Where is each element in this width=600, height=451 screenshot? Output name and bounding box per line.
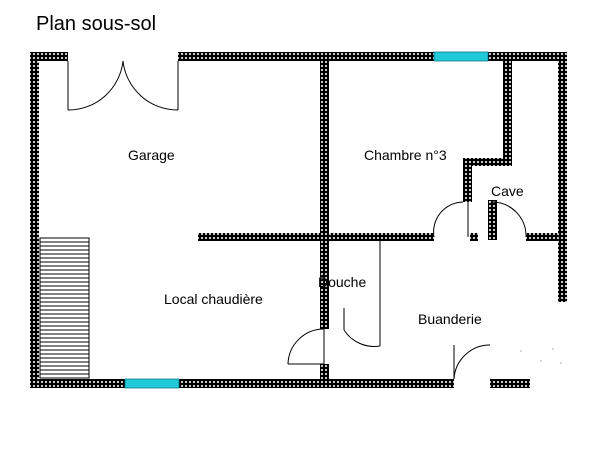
room-label-garage: Garage xyxy=(128,147,175,163)
wall-top-right xyxy=(178,52,566,61)
room-label-douche: Douche xyxy=(318,274,366,290)
wall-left xyxy=(30,52,39,388)
doors xyxy=(67,60,527,380)
room-label-local-chaudiere: Local chaudière xyxy=(164,291,263,307)
wall-cave-left-lower xyxy=(463,158,472,202)
wall-right xyxy=(558,52,567,302)
cave-door xyxy=(491,201,527,240)
garage-double-door xyxy=(67,60,179,111)
wall-douche-left-lower xyxy=(320,364,329,388)
wall-cave-bottom xyxy=(526,233,566,241)
walls xyxy=(30,52,567,388)
buanderie-door xyxy=(453,344,491,380)
wall-cave-left-upper xyxy=(503,52,512,166)
watermark-remnant xyxy=(520,348,562,364)
window-top xyxy=(433,51,489,62)
douche-door xyxy=(343,241,381,347)
chambre-door xyxy=(433,201,469,238)
plan-title: Plan sous-sol xyxy=(36,13,156,35)
room-label-chambre: Chambre n°3 xyxy=(364,147,447,163)
room-label-buanderie: Buanderie xyxy=(418,311,482,327)
wall-cave-step xyxy=(463,158,512,166)
local-door xyxy=(287,328,325,365)
wall-bottom-right xyxy=(490,379,530,388)
wall-top-left xyxy=(30,52,68,61)
wall-garage-local xyxy=(198,233,434,241)
wall-garage-chambre xyxy=(320,52,329,240)
window-bottom xyxy=(124,378,180,389)
wall-douche-left-upper xyxy=(320,233,329,329)
wall-bottom-left xyxy=(30,379,454,388)
wall-chambre-buanderie xyxy=(470,233,478,241)
stairs xyxy=(39,237,90,379)
room-label-cave: Cave xyxy=(491,183,524,199)
